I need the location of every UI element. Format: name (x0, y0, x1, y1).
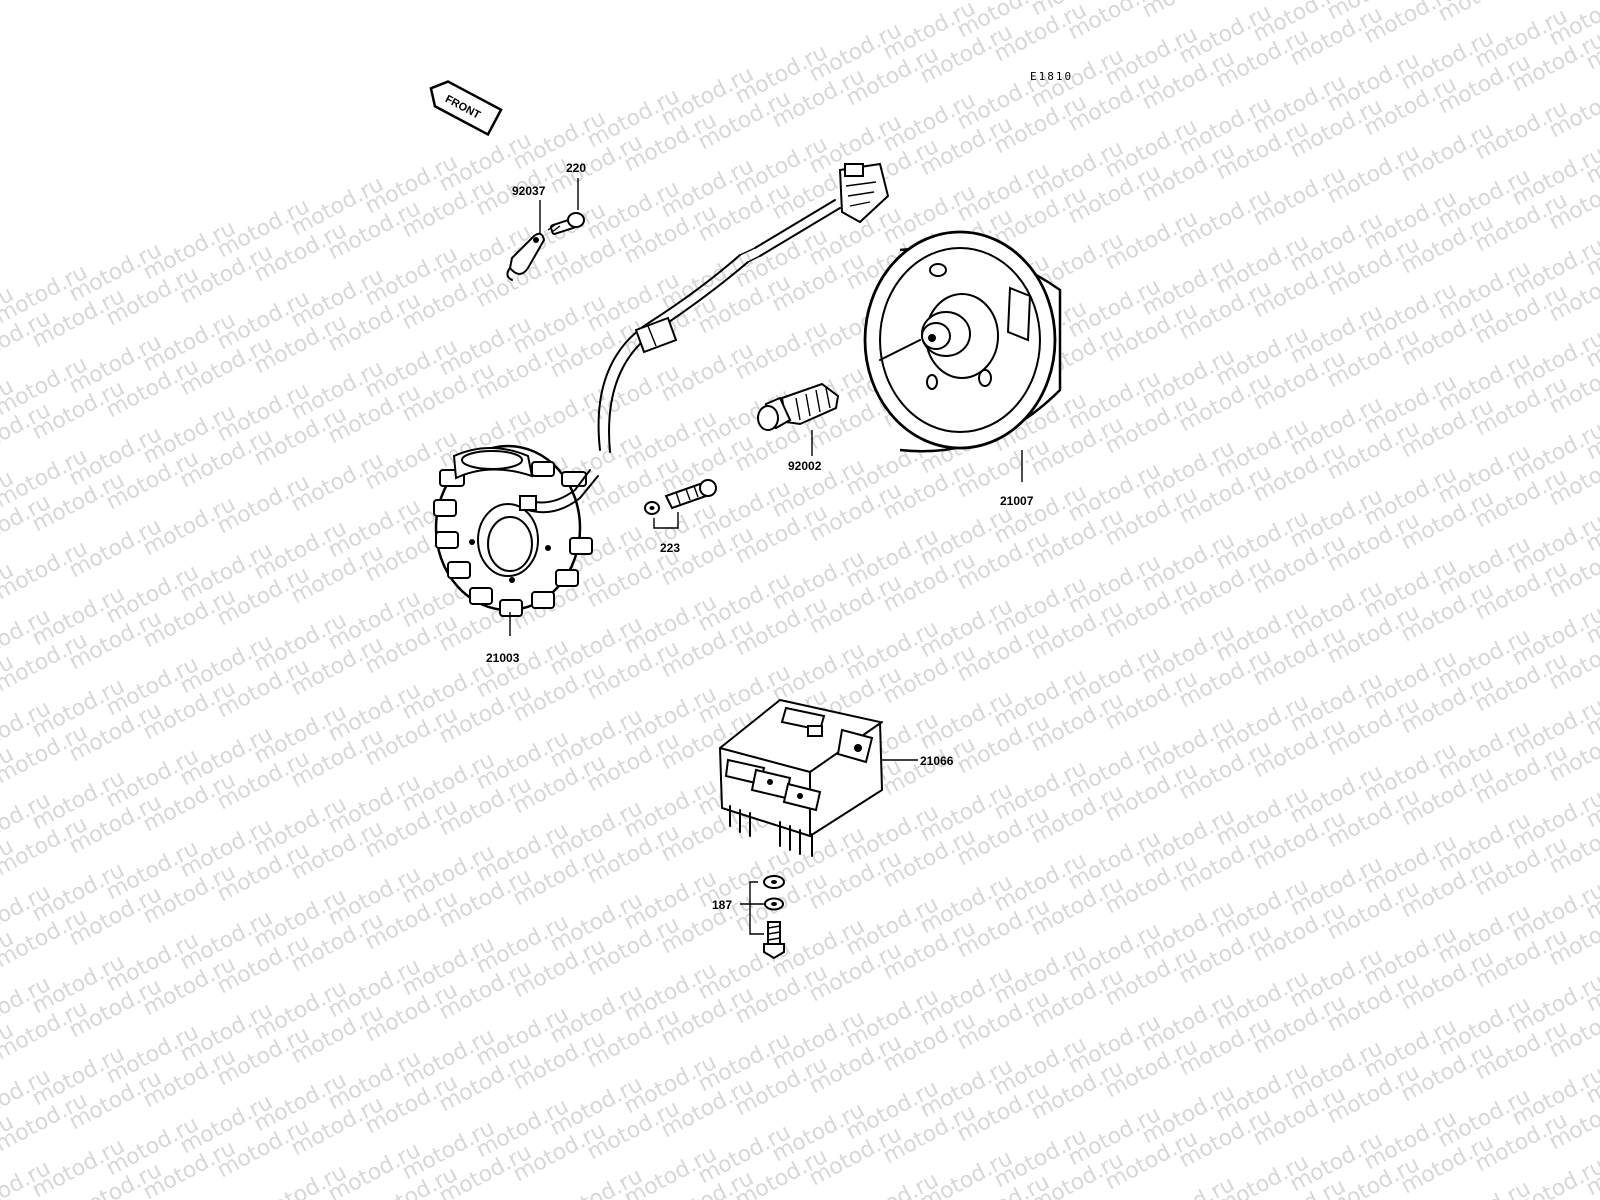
callout-220: 220 (566, 161, 586, 175)
harness-connector-icon (838, 162, 890, 224)
callout-187: 187 (712, 898, 732, 912)
watermark-text: motod.ru (1508, 0, 1600, 5)
regulator-rectifier-21066 (718, 698, 884, 857)
stator-21003 (433, 444, 599, 617)
leader-187 (740, 881, 764, 935)
figure-id: E1810 (1030, 70, 1073, 83)
flywheel-rotor-21007 (863, 230, 1062, 453)
wire-harness (597, 199, 841, 453)
callout-21066: 21066 (920, 754, 954, 768)
clamp-92037 (506, 232, 546, 281)
screw-223 (644, 479, 717, 515)
bolt-92002 (757, 382, 840, 431)
callout-92002: 92002 (788, 459, 822, 473)
screw-220 (547, 212, 585, 235)
leader-223 (653, 512, 679, 529)
watermark-text: motod.ru (1138, 0, 1239, 23)
callout-21007: 21007 (1000, 494, 1034, 508)
front-arrow-icon: FRONT (429, 80, 503, 137)
callout-21003: 21003 (486, 651, 520, 665)
callout-92037: 92037 (512, 184, 546, 198)
callout-223: 223 (660, 541, 680, 555)
fastener-set-187 (763, 875, 785, 960)
